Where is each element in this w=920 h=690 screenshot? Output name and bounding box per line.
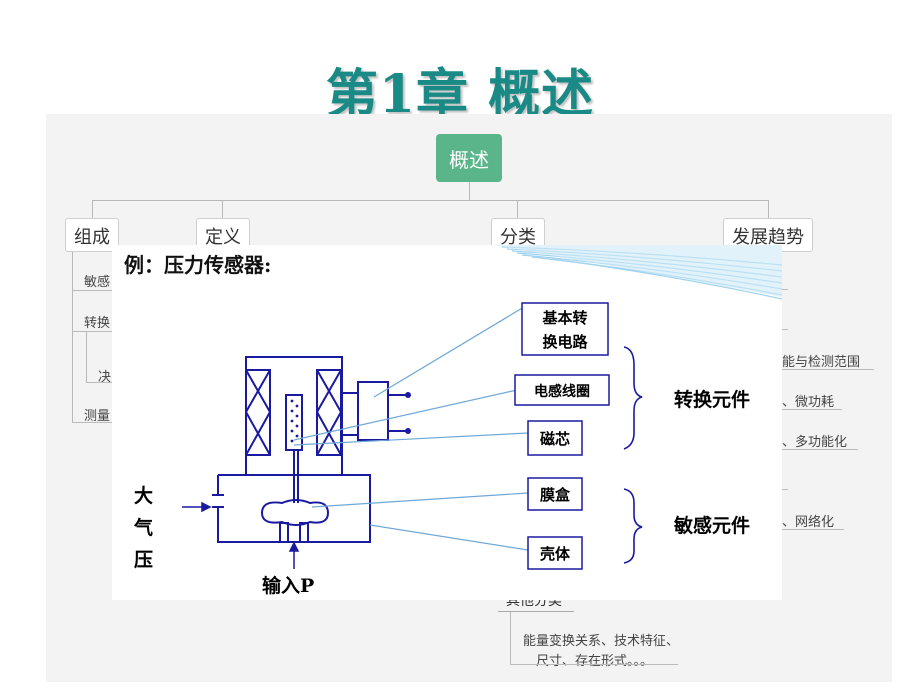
connector [92,200,93,218]
core-dots [290,392,411,443]
wave-fill [492,245,782,297]
connector [86,332,87,382]
input-label: 输入P [262,575,315,597]
leaf-trend-network[interactable]: 、网络化 [782,515,835,530]
group-label-conversion: 转换元件 [674,389,751,411]
sensor-diagram [182,245,782,570]
connector [517,200,518,218]
leaf-sensitive[interactable]: 敏感 [84,275,111,290]
leaf-trend-power[interactable]: 、微功耗 [782,395,835,410]
box-label-diaphragm: 膜盒 [539,486,570,504]
connector [72,252,73,422]
underline [510,664,678,665]
braces [623,346,643,564]
mindmap-root-node[interactable]: 概述 [436,134,502,182]
box-label-coil: 电感线圈 [534,384,590,400]
underline [782,489,788,490]
leaf-decision[interactable]: 决 [98,370,112,385]
atm-label-1: 大 [134,485,154,507]
connector [510,612,511,664]
underline [782,529,844,530]
underline [782,409,842,410]
leaf-trend-multi[interactable]: 、多功能化 [782,435,848,450]
leaf-other-text-1[interactable]: 能量变换关系、技术特征、 [523,634,680,649]
leader-lines [293,306,529,551]
leaf-measurement[interactable]: 测量 [84,409,111,424]
atm-label-3: 压 [134,549,154,571]
label-boxes [514,302,610,570]
figure-title: 例：压力传感器: [124,253,272,277]
underline [782,289,788,290]
underline [72,290,112,291]
connector [469,182,470,200]
box-label-circuit-1: 基本转 [542,309,588,327]
connector [92,200,768,201]
box-label-circuit-2: 换电路 [542,333,588,351]
box-label-core: 磁芯 [539,430,570,448]
leaf-other-text-2[interactable]: 尺寸、存在形式。。。 [536,654,654,669]
underline [782,449,858,450]
input-arrows [182,501,300,569]
group-label-sensitive: 敏感元件 [674,515,751,537]
underline [782,329,788,330]
connector [222,200,223,218]
coil-housing [212,356,408,543]
underline [72,331,112,332]
atm-label-2: 气 [134,517,154,539]
branch-composition[interactable]: 组成 [65,218,119,252]
underline [782,369,874,370]
pressure-sensor-figure: 例：压力传感器: [112,245,782,600]
box-label-shell: 壳体 [539,545,570,563]
leaf-trend-range[interactable]: 能与检测范围 [782,355,861,370]
underline [72,422,112,423]
connector [768,200,769,218]
underline [86,382,112,383]
leaf-conversion[interactable]: 转换 [84,316,111,331]
